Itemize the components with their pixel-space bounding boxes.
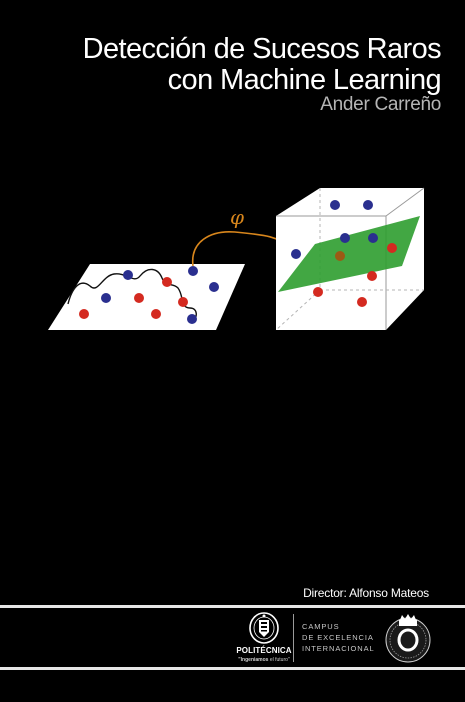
separating-hyperplane: [278, 216, 420, 292]
university-name: POLITÉCNICA: [236, 646, 292, 655]
cei-emblem-icon: [385, 614, 431, 663]
red-point: [162, 277, 172, 287]
campus-line-2: DE EXCELENCIA: [302, 633, 374, 642]
input-space-plane: [48, 264, 245, 330]
campus-line-3: INTERNACIONAL: [302, 644, 375, 653]
upm-logo: POLITÉCNICA "Ingeniamos el futuro": [232, 610, 296, 666]
tagline-bold: "Ingeniamos: [238, 657, 269, 663]
red-point: [367, 271, 377, 281]
red-point: [178, 297, 188, 307]
blue-point: [188, 266, 198, 276]
nonlinear-boundary-curve: [67, 268, 197, 323]
tagline-rest: el futuro": [268, 657, 290, 663]
university-tagline: "Ingeniamos el futuro": [226, 657, 302, 663]
red-point: [151, 309, 161, 319]
footer-divider: [293, 614, 294, 662]
blue-point: [123, 270, 133, 280]
blue-point: [330, 200, 340, 210]
feature-mapping-illustration: φ: [48, 187, 425, 331]
footer-rule-top: [0, 605, 465, 608]
phi-symbol: φ: [230, 205, 244, 229]
blue-point: [291, 249, 301, 259]
blue-point: [187, 314, 197, 324]
blue-point: [368, 233, 378, 243]
campus-excellence-label: CAMPUS DE EXCELENCIA INTERNACIONAL: [302, 621, 375, 654]
red-point: [134, 293, 144, 303]
blue-point: [340, 233, 350, 243]
blue-point: [101, 293, 111, 303]
author-name: Ander Carreño: [320, 94, 441, 115]
blue-point: [363, 200, 373, 210]
footer-rule-bottom: [0, 667, 465, 670]
red-point: [335, 251, 345, 261]
blue-point: [209, 282, 219, 292]
title-line-1: Detección de Sucesos Raros: [82, 33, 442, 65]
institution-footer: POLITÉCNICA "Ingeniamos el futuro" CAMPU…: [0, 608, 465, 667]
red-point: [79, 309, 89, 319]
campus-line-1: CAMPUS: [302, 622, 340, 631]
book-title: Detección de Sucesos Raros con Machine L…: [21, 33, 442, 96]
red-point: [313, 287, 323, 297]
title-line-2: con Machine Learning: [167, 64, 442, 96]
red-point: [387, 243, 397, 253]
upm-crest-icon: [249, 612, 279, 644]
director-credit: Director: Alfonso Mateos: [303, 586, 429, 600]
mapping-arrow: [192, 231, 292, 267]
red-point: [357, 297, 367, 307]
